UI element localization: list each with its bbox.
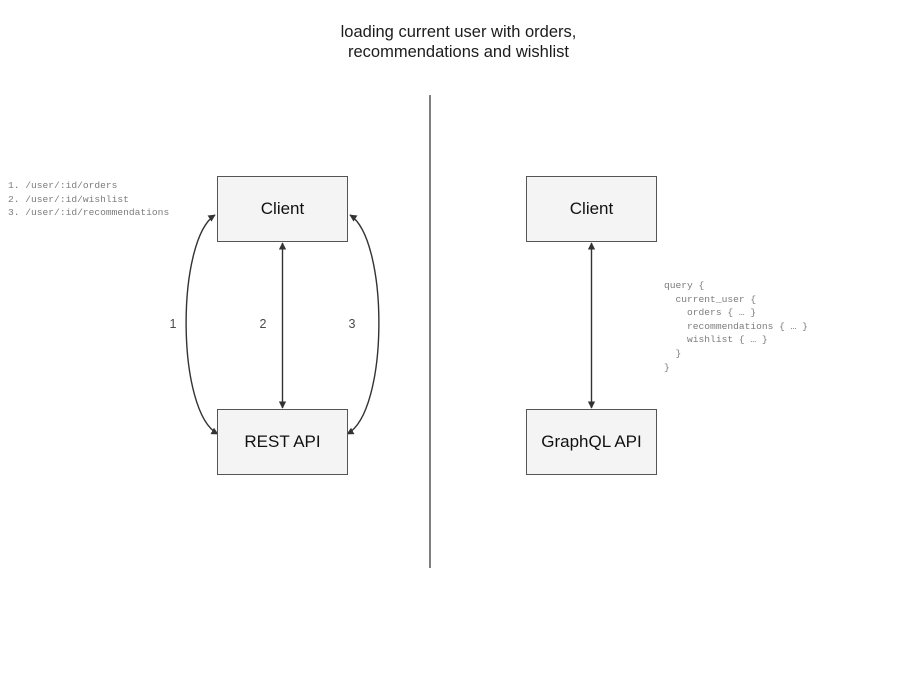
rest-endpoints-list: 1. /user/:id/orders 2. /user/:id/wishlis… [8, 180, 170, 219]
edge-1-curve [185, 214, 219, 435]
node-label: Client [569, 199, 614, 218]
node-rest-api: REST API [217, 409, 348, 475]
edge-3-curve [346, 214, 380, 435]
node-graphql-api: GraphQL API [526, 409, 657, 475]
edge-label-3: 3 [348, 317, 356, 331]
node-label: Client [260, 199, 305, 218]
node-client-graphql: Client [526, 176, 657, 242]
node-client-rest: Client [217, 176, 348, 242]
edge-label-1: 1 [169, 317, 177, 331]
edge-label-2: 2 [259, 317, 267, 331]
graphql-query-snippet: query { current_user { orders { … } reco… [664, 280, 808, 373]
node-label: REST API [244, 432, 321, 451]
node-label: GraphQL API [541, 432, 642, 451]
diagram-title: loading current user with orders, recomm… [340, 23, 577, 61]
